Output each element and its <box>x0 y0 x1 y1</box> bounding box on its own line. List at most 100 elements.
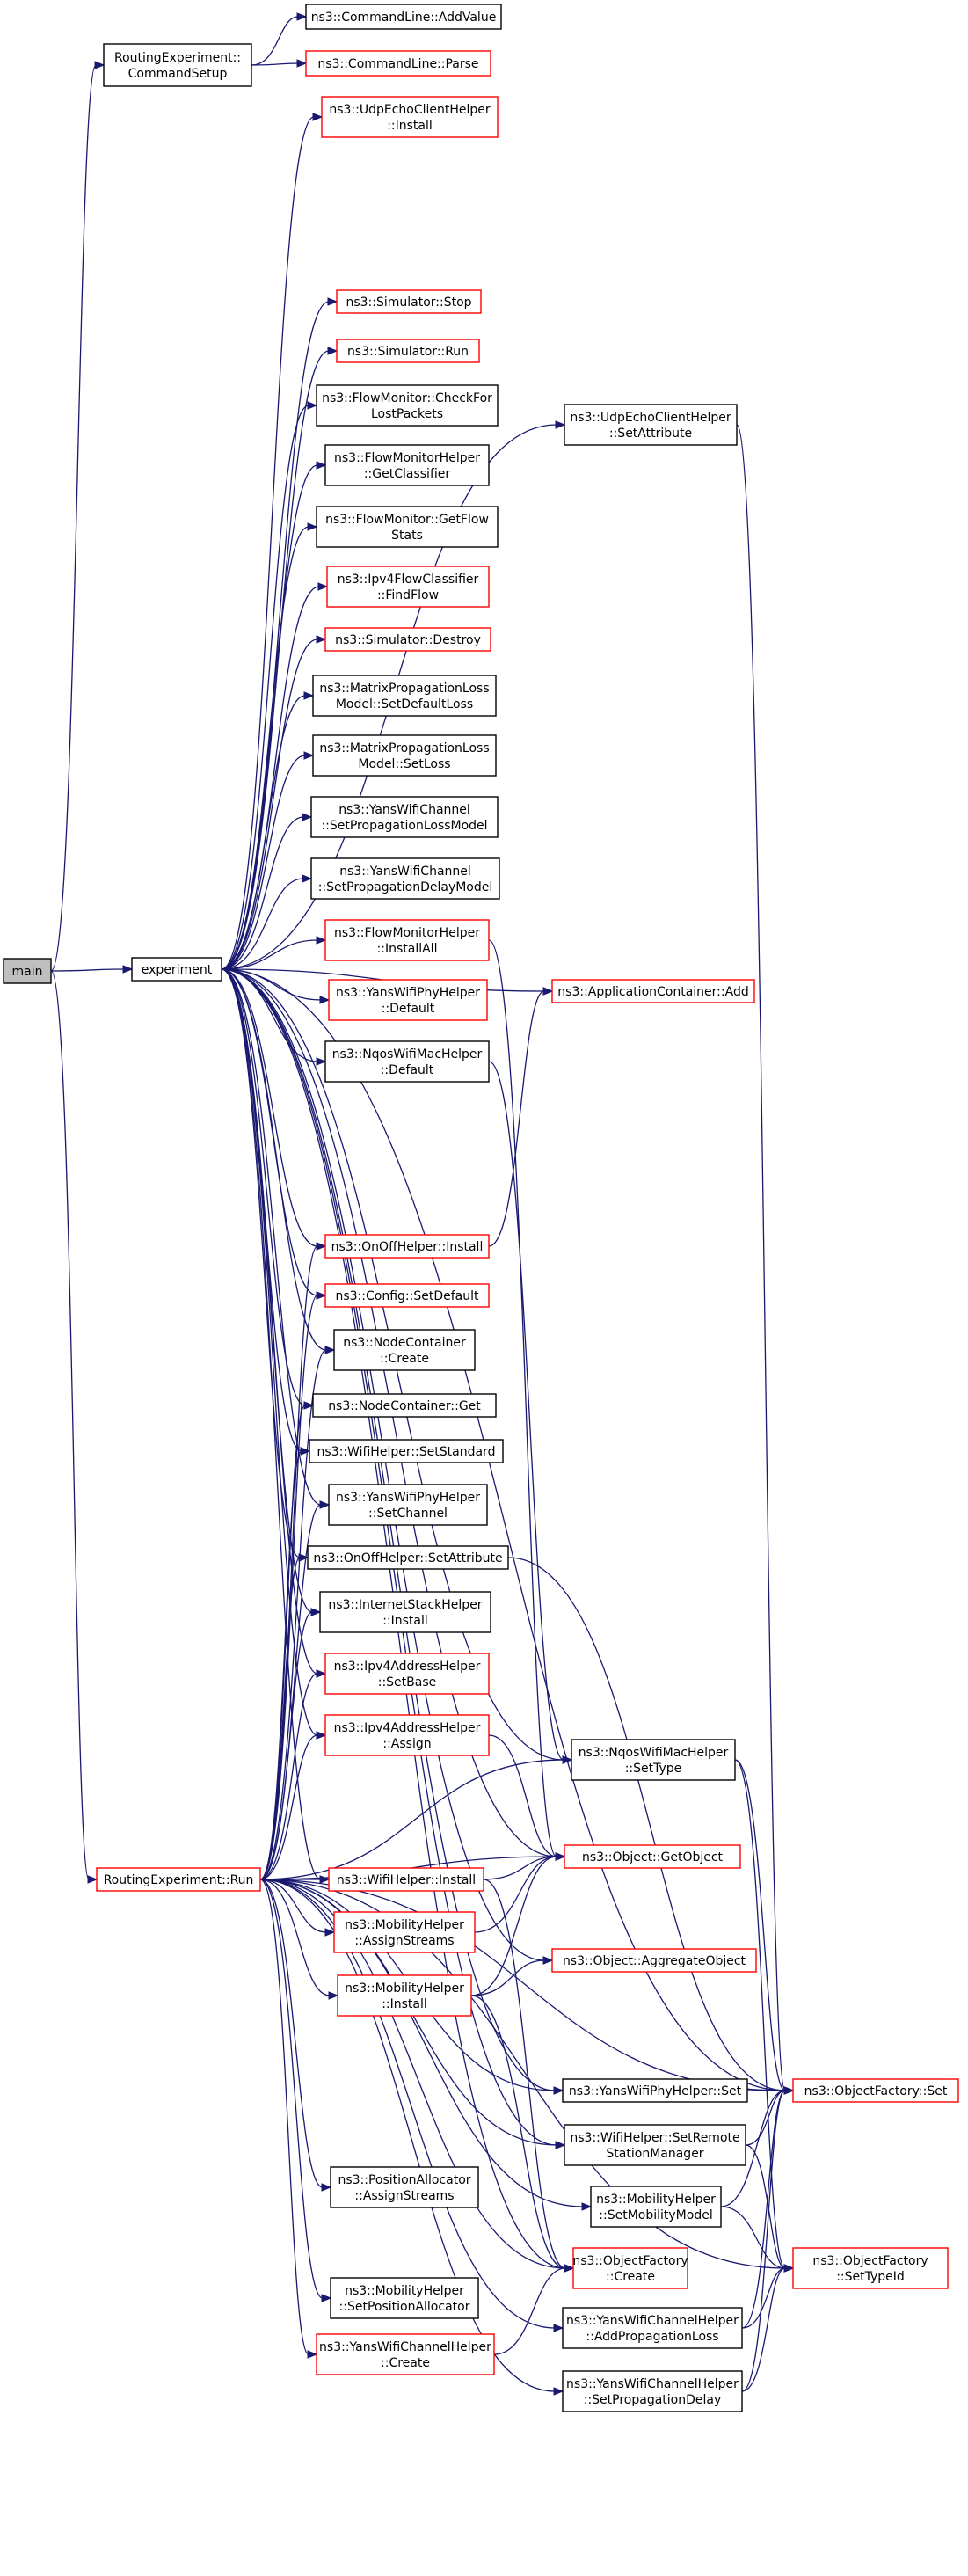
node-ywc_setpropagationdelay[interactable]: ns3::YansWifiChannel::SetPropagationDela… <box>310 857 500 900</box>
node-label-line: ::AssignStreams <box>354 1934 454 1948</box>
node-mh_install[interactable]: ns3::MobilityHelper::Install <box>337 1974 472 2017</box>
call-edge-ywch_addpropagationloss-to-objfactory_set <box>741 2086 795 2329</box>
node-object_aggregate[interactable]: ns3::Object::AggregateObject <box>551 1948 757 1973</box>
call-edge-routing_run-to-ipv4ah_setbase <box>259 1669 327 1880</box>
node-box <box>96 1867 261 1892</box>
node-label-line: ::Install <box>387 119 433 133</box>
node-mh_setmobilitymodel[interactable]: ns3::MobilityHelper::SetMobilityModel <box>590 2186 722 2228</box>
node-box <box>310 857 500 900</box>
node-label-line: ns3::OnOffHelper::Install <box>331 1240 484 1254</box>
node-sim_stop[interactable]: ns3::Simulator::Stop <box>336 289 482 314</box>
node-box <box>326 566 490 608</box>
node-nqos_settype[interactable]: ns3::NqosWifiMacHelper::SetType <box>571 1739 736 1781</box>
call-edge-routing_run-to-ywch_setpropagationdelay <box>259 1879 564 2396</box>
node-ipv4fc_findflow[interactable]: ns3::Ipv4FlowClassifier::FindFlow <box>326 566 490 608</box>
node-object_getobject[interactable]: ns3::Object::GetObject <box>564 1844 741 1869</box>
node-label-line: ns3::CommandLine::Parse <box>317 57 478 71</box>
arrowhead <box>783 2264 795 2273</box>
node-ywph_setchannel[interactable]: ns3::YansWifiPhyHelper::SetChannel <box>328 1484 488 1526</box>
node-box <box>103 43 252 87</box>
node-wifihelper_install[interactable]: ns3::WifiHelper::Install <box>328 1867 484 1892</box>
node-udpecho_setattr[interactable]: ns3::UdpEchoClientHelper::SetAttribute <box>564 404 738 446</box>
node-cmdsetup[interactable]: RoutingExperiment::CommandSetup <box>103 43 252 87</box>
call-edge-experiment-to-ipv4ah_assign <box>221 968 327 1740</box>
node-ipv4ah_assign[interactable]: ns3::Ipv4AddressHelper::Assign <box>324 1714 490 1756</box>
node-label-line: ns3::NqosWifiMacHelper <box>332 1047 483 1062</box>
node-label-line: ::SetPositionAllocator <box>339 2300 470 2314</box>
node-label-line: ::Install <box>382 1997 427 2011</box>
node-mh_assignstreams[interactable]: ns3::MobilityHelper::AssignStreams <box>333 1911 476 1953</box>
node-wifihelper_setstandard[interactable]: ns3::WifiHelper::SetStandard <box>309 1439 504 1463</box>
node-label-line: ::Default <box>382 1002 435 1016</box>
node-sim_destroy[interactable]: ns3::Simulator::Destroy <box>324 627 491 652</box>
call-edge-routing_run-to-wifihelper_setstandard <box>259 1447 311 1880</box>
node-objfactory_create[interactable]: ns3::ObjectFactory::Create <box>572 2247 688 2289</box>
arrowhead <box>303 1401 315 1410</box>
arrowhead <box>324 1928 336 1937</box>
call-edge-routing_run-to-ywch_addpropagationloss <box>259 1879 564 2332</box>
call-edge-experiment-to-mpl_setdefaultloss <box>221 691 315 970</box>
node-box <box>333 1911 476 1953</box>
node-label-line: ::Install <box>382 1614 428 1628</box>
call-edge-experiment-to-fm_getflowstats <box>221 522 318 970</box>
call-edge-experiment-to-wifihelper_setstandard <box>221 968 311 1456</box>
node-label-line: ::Create <box>380 1352 429 1366</box>
call-edge-cmdsetup-to-cl_addvalue <box>251 12 308 66</box>
node-nodecontainer_get[interactable]: ns3::NodeContainer::Get <box>312 1393 497 1418</box>
node-ywc_setpropagationloss[interactable]: ns3::YansWifiChannel::SetPropagationLoss… <box>310 796 499 838</box>
node-onoff_install[interactable]: ns3::OnOffHelper::Install <box>324 1234 490 1259</box>
node-onoff_setattr[interactable]: ns3::OnOffHelper::SetAttribute <box>307 1545 509 1570</box>
arrowhead <box>319 1875 331 1884</box>
node-ipv4ah_setbase[interactable]: ns3::Ipv4AddressHelper::SetBase <box>324 1653 490 1695</box>
node-ywph_default[interactable]: ns3::YansWifiPhyHelper::Default <box>328 979 488 1021</box>
node-label-line: ns3::MobilityHelper <box>345 2284 464 2298</box>
arrowhead <box>317 582 329 591</box>
node-box <box>324 1234 490 1259</box>
node-box <box>336 289 482 314</box>
arrowhead <box>553 2324 564 2332</box>
node-box <box>316 506 499 548</box>
call-edge-udpecho_setattr-to-objfactory_set <box>736 424 795 2095</box>
node-box <box>572 2247 688 2289</box>
node-objfactory_settypeid[interactable]: ns3::ObjectFactory::SetTypeId <box>792 2247 949 2289</box>
node-box <box>564 1844 741 1869</box>
node-routing_run[interactable]: RoutingExperiment::Run <box>96 1867 261 1892</box>
node-label-line: ns3::FlowMonitorHelper <box>334 451 480 465</box>
node-config_setdefault[interactable]: ns3::Config::SetDefault <box>324 1283 490 1308</box>
node-experiment[interactable]: experiment <box>131 957 222 982</box>
node-nqos_default[interactable]: ns3::NqosWifiMacHelper::Default <box>324 1040 490 1083</box>
node-ywch_setpropagationdelay[interactable]: ns3::YansWifiChannelHelper::SetPropagati… <box>562 2370 743 2412</box>
node-label-line: ns3::FlowMonitor::CheckFor <box>322 391 492 405</box>
node-ish_install[interactable]: ns3::InternetStackHelper::Install <box>319 1591 491 1633</box>
node-sim_run[interactable]: ns3::Simulator::Run <box>336 339 480 363</box>
node-pa_assignstreams[interactable]: ns3::PositionAllocator::AssignStreams <box>330 2166 479 2208</box>
node-label-line: ns3::ObjectFactory::Set <box>804 2084 948 2098</box>
node-mpl_setdefaultloss[interactable]: ns3::MatrixPropagationLossModel::SetDefa… <box>312 675 497 717</box>
arrowhead <box>555 1852 566 1861</box>
node-ywch_create[interactable]: ns3::YansWifiChannelHelper::Create <box>316 2333 495 2375</box>
node-appcontainer_add[interactable]: ns3::ApplicationContainer::Add <box>551 979 755 1003</box>
node-mh_setposalloc[interactable]: ns3::MobilityHelper::SetPositionAllocato… <box>330 2277 479 2319</box>
node-fmh_installall[interactable]: ns3::FlowMonitorHelper::InstallAll <box>324 919 490 961</box>
call-edge-experiment-to-ipv4fc_findflow <box>221 582 329 970</box>
node-cl_parse[interactable]: ns3::CommandLine::Parse <box>305 50 491 77</box>
arrowhead <box>319 1500 331 1509</box>
node-nodecontainer_create[interactable]: ns3::NodeContainer::Create <box>333 1329 476 1371</box>
arrowhead <box>303 691 315 700</box>
node-ywph_set[interactable]: ns3::YansWifiPhyHelper::Set <box>562 2078 748 2103</box>
node-box <box>328 1484 488 1526</box>
node-ywch_addpropagationloss[interactable]: ns3::YansWifiChannelHelper::AddPropagati… <box>562 2307 743 2349</box>
node-objfactory_set[interactable]: ns3::ObjectFactory::Set <box>792 2078 959 2103</box>
node-label-line: CommandSetup <box>128 67 228 81</box>
node-label-line: ns3::MobilityHelper <box>345 1981 464 1996</box>
node-cl_addvalue[interactable]: ns3::CommandLine::AddValue <box>305 4 502 30</box>
node-fmh_getclassifier[interactable]: ns3::FlowMonitorHelper::GetClassifier <box>324 444 490 486</box>
call-edge-onoff_install-to-appcontainer_add <box>488 987 554 1247</box>
arrowhead <box>555 2141 566 2149</box>
node-udpecho_install[interactable]: ns3::UdpEchoClientHelper::Install <box>321 96 499 138</box>
node-label-line: ::GetClassifier <box>364 467 451 481</box>
